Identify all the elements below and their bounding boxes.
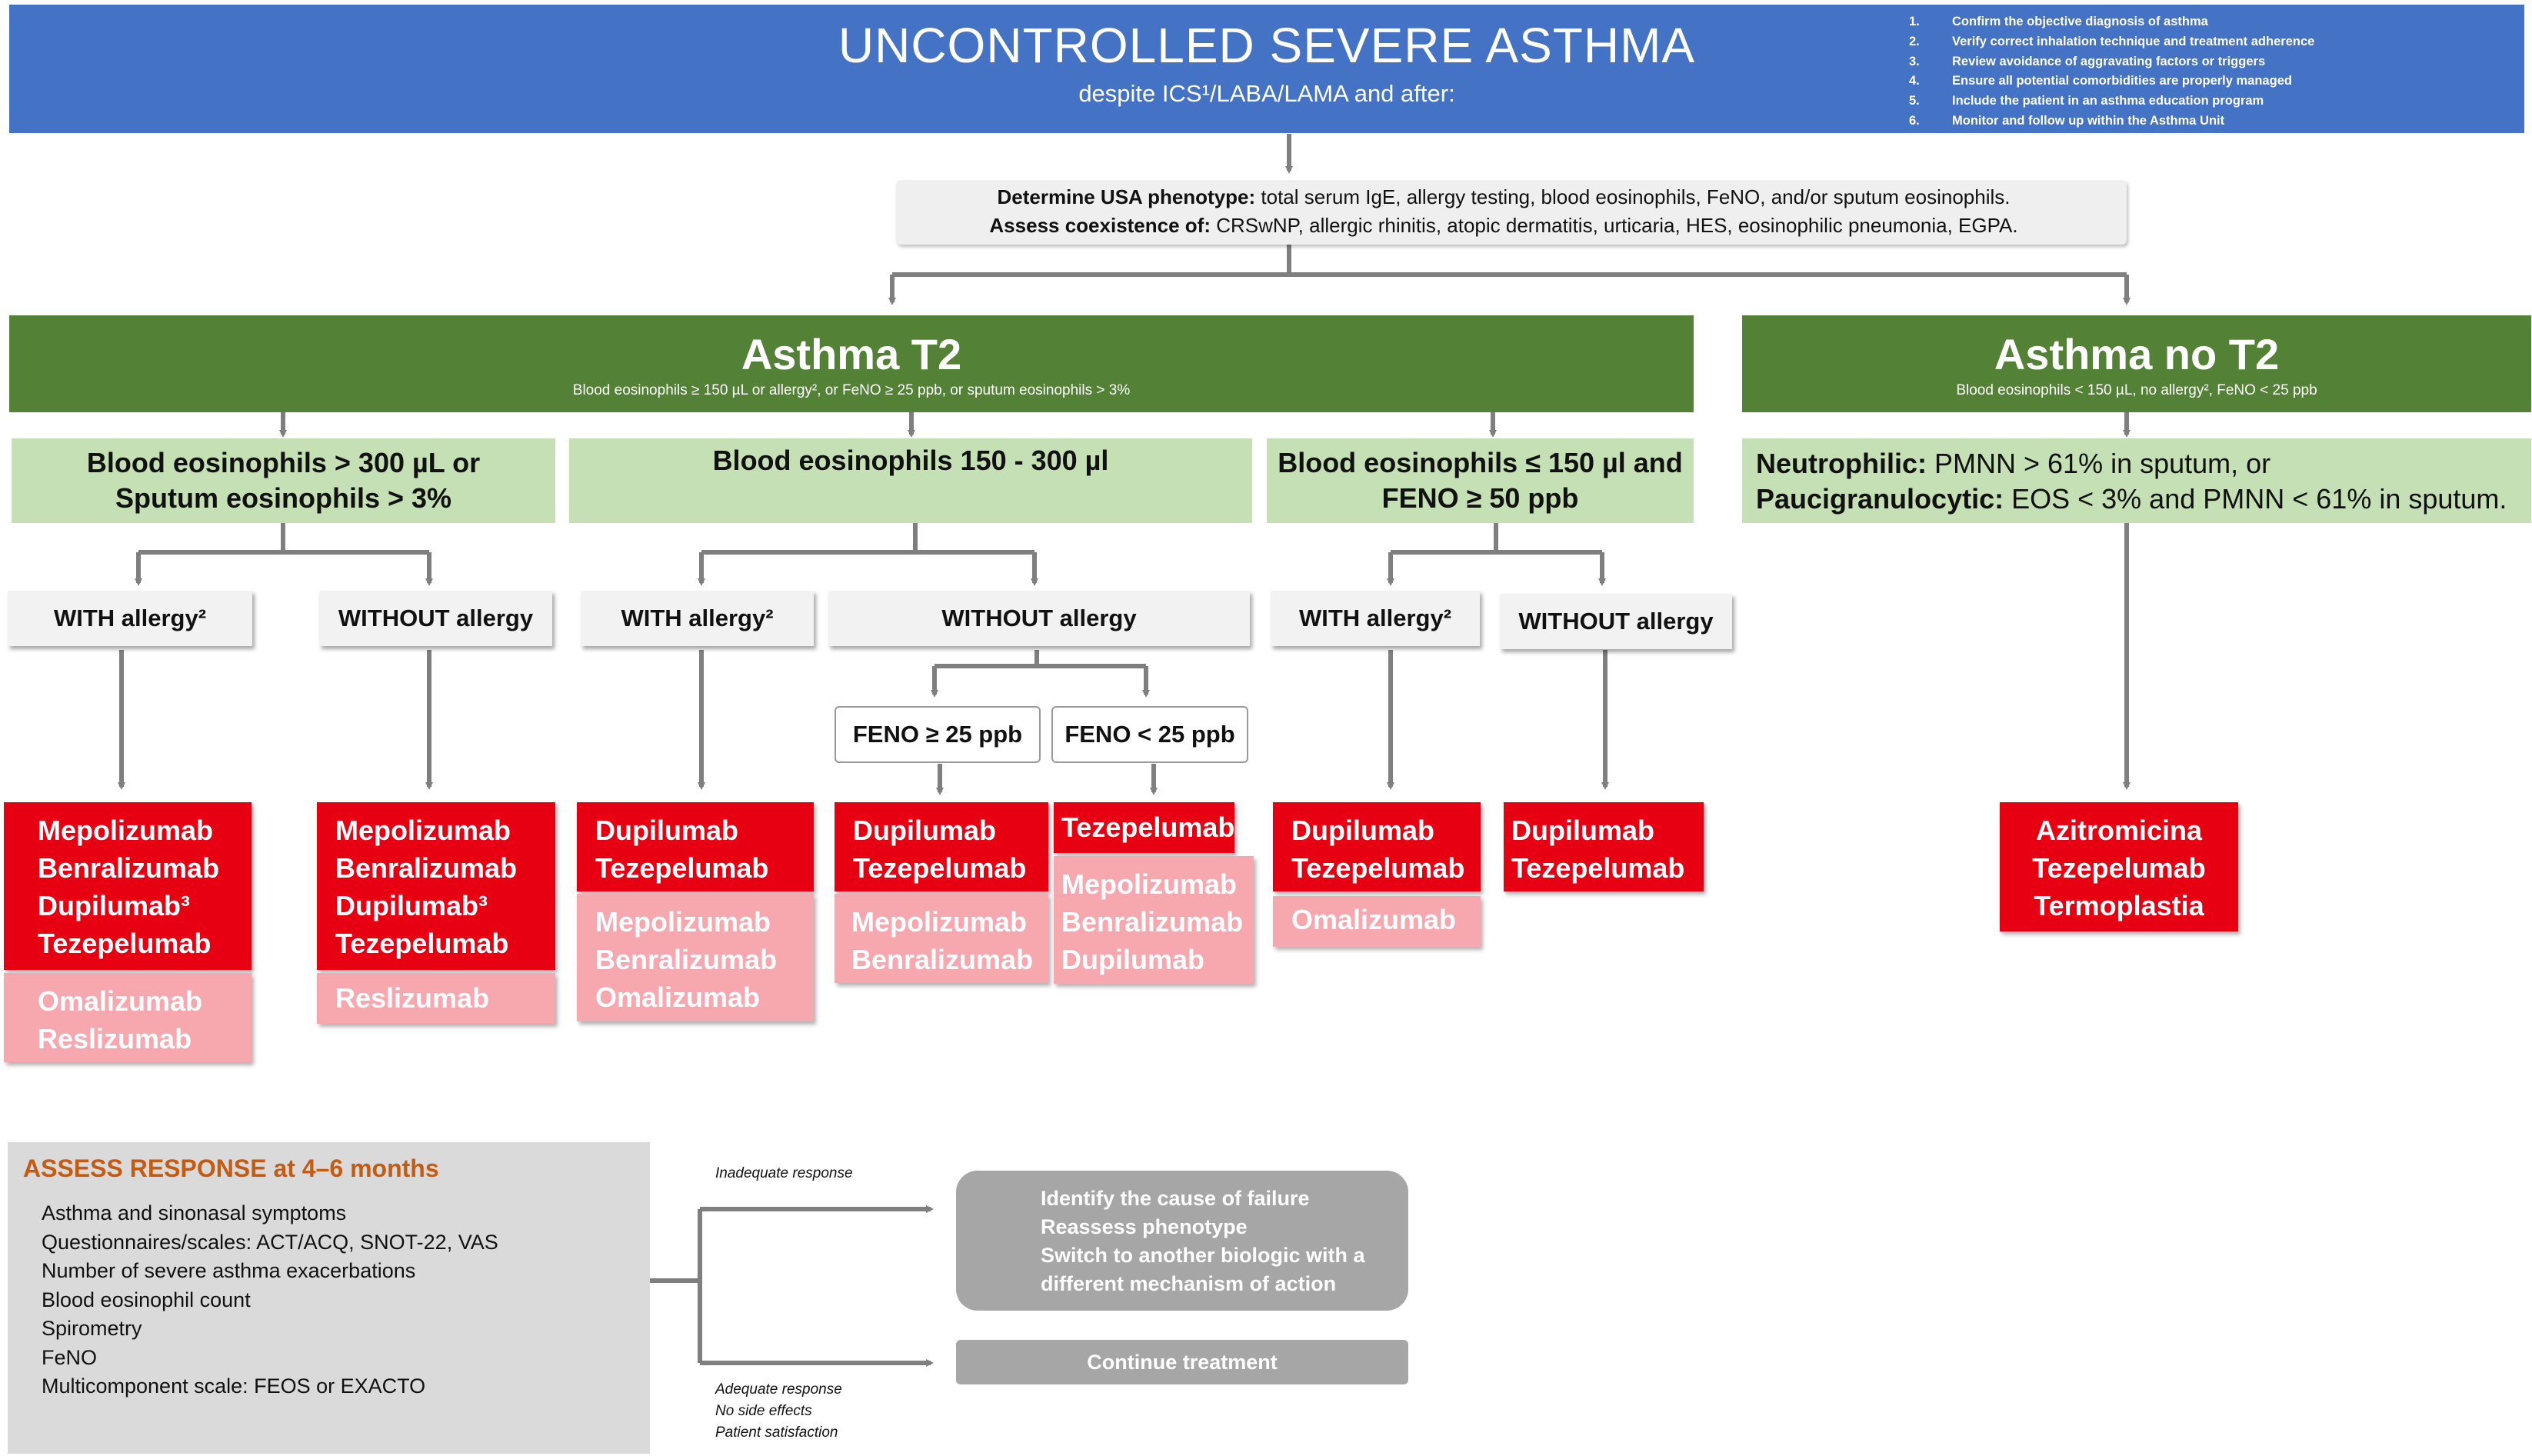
asthma-no-t2-header: Asthma no T2 Blood eosinophils < 150 µL,… [1742,315,2531,412]
checklist-item: 6.Monitor and follow up within the Asthm… [1909,113,2225,128]
assess-response-box: ASSESS RESPONSE at 4–6 months Asthma and… [8,1142,650,1454]
pill-g3-with-allergy: WITH allergy² [1271,591,1480,646]
assess-response-list: Asthma and sinonasal symptoms Questionna… [42,1199,498,1401]
header-checklist: 1.Confirm the objective diagnosis of ast… [1909,12,2314,132]
phenotype-line-2: Assess coexistence of: CRSwNP, allergic … [989,214,2018,237]
checklist-item: 2.Verify correct inhalation technique an… [1909,34,2315,48]
group-neutrophilic-paucigranulocytic: Neutrophilic: PMNN > 61% in sputum, or P… [1742,438,2531,523]
pill-g2-without-allergy: WITHOUT allergy [828,591,1250,646]
inadequate-response-label: Inadequate response [715,1165,853,1181]
pill-g2-with-allergy: WITH allergy² [581,591,814,646]
pill-g1-with-allergy: WITH allergy² [8,591,252,646]
group-mid-eosinophils: Blood eosinophils 150 - 300 µl [569,438,1252,523]
assess-response-title: ASSESS RESPONSE at 4–6 months [23,1154,439,1182]
list-item: Number of severe asthma exacerbations [42,1259,416,1282]
list-item: Blood eosinophil count [42,1288,251,1311]
group-low-eosinophils-high-feno: Blood eosinophils ≤ 150 µl and FENO ≥ 50… [1267,438,1694,523]
checklist-item: 1.Confirm the objective diagnosis of ast… [1909,15,2208,28]
header-subtitle: despite ICS¹/LABA/LAMA and after: [1078,80,1455,107]
asthma-t2-title: Asthma T2 [741,329,962,378]
drugs-g1-without-allergy-alternative: Reslizumab [317,973,555,1024]
asthma-no-t2-criteria: Blood eosinophils < 150 µL, no allergy²,… [1956,381,2317,398]
list-item: Questionnaires/scales: ACT/ACQ, SNOT-22,… [42,1230,498,1254]
pill-g1-without-allergy: WITHOUT allergy [319,591,552,646]
continue-treatment-box: Continue treatment [956,1340,1408,1384]
drugs-feno-low-primary: Tezepelumab [1054,802,1234,853]
asthma-t2-criteria: Blood eosinophils ≥ 150 µL or allergy², … [572,381,1131,398]
list-item: Multicomponent scale: FEOS or EXACTO [42,1374,426,1398]
asthma-t2-header: Asthma T2 Blood eosinophils ≥ 150 µL or … [9,315,1694,412]
list-item: FeNO [42,1345,98,1369]
checklist-item: 4.Ensure all potential comorbidities are… [1909,74,2292,88]
treatment-failure-box: Identify the cause of failure Reassess p… [956,1171,1408,1311]
asthma-no-t2-title: Asthma no T2 [1994,329,2280,378]
drugs-g3-with-allergy-alternative: Omalizumab [1273,896,1481,947]
header-title: UNCONTROLLED SEVERE ASTHMA [838,18,1696,73]
header-banner: UNCONTROLLED SEVERE ASTHMA despite ICS¹/… [9,5,2524,133]
pill-g3-without-allergy: WITHOUT allergy [1500,594,1732,649]
feno-high-box: FENO ≥ 25 ppb [835,706,1041,763]
phenotype-line-1: Determine USA phenotype: total serum IgE… [997,185,2011,208]
adequate-response-labels: Adequate response No side effects Patien… [715,1381,842,1441]
list-item: Spirometry [42,1317,142,1340]
feno-low-box: FENO < 25 ppb [1051,706,1248,763]
list-item: Asthma and sinonasal symptoms [42,1201,347,1224]
checklist-item: 5.Include the patient in an asthma educa… [1909,94,2264,108]
phenotype-box: Determine USA phenotype: total serum IgE… [896,180,2127,245]
checklist-item: 3.Review avoidance of aggravating factor… [1909,54,2266,68]
group-high-eosinophils: Blood eosinophils > 300 µL or Sputum eos… [12,438,555,523]
